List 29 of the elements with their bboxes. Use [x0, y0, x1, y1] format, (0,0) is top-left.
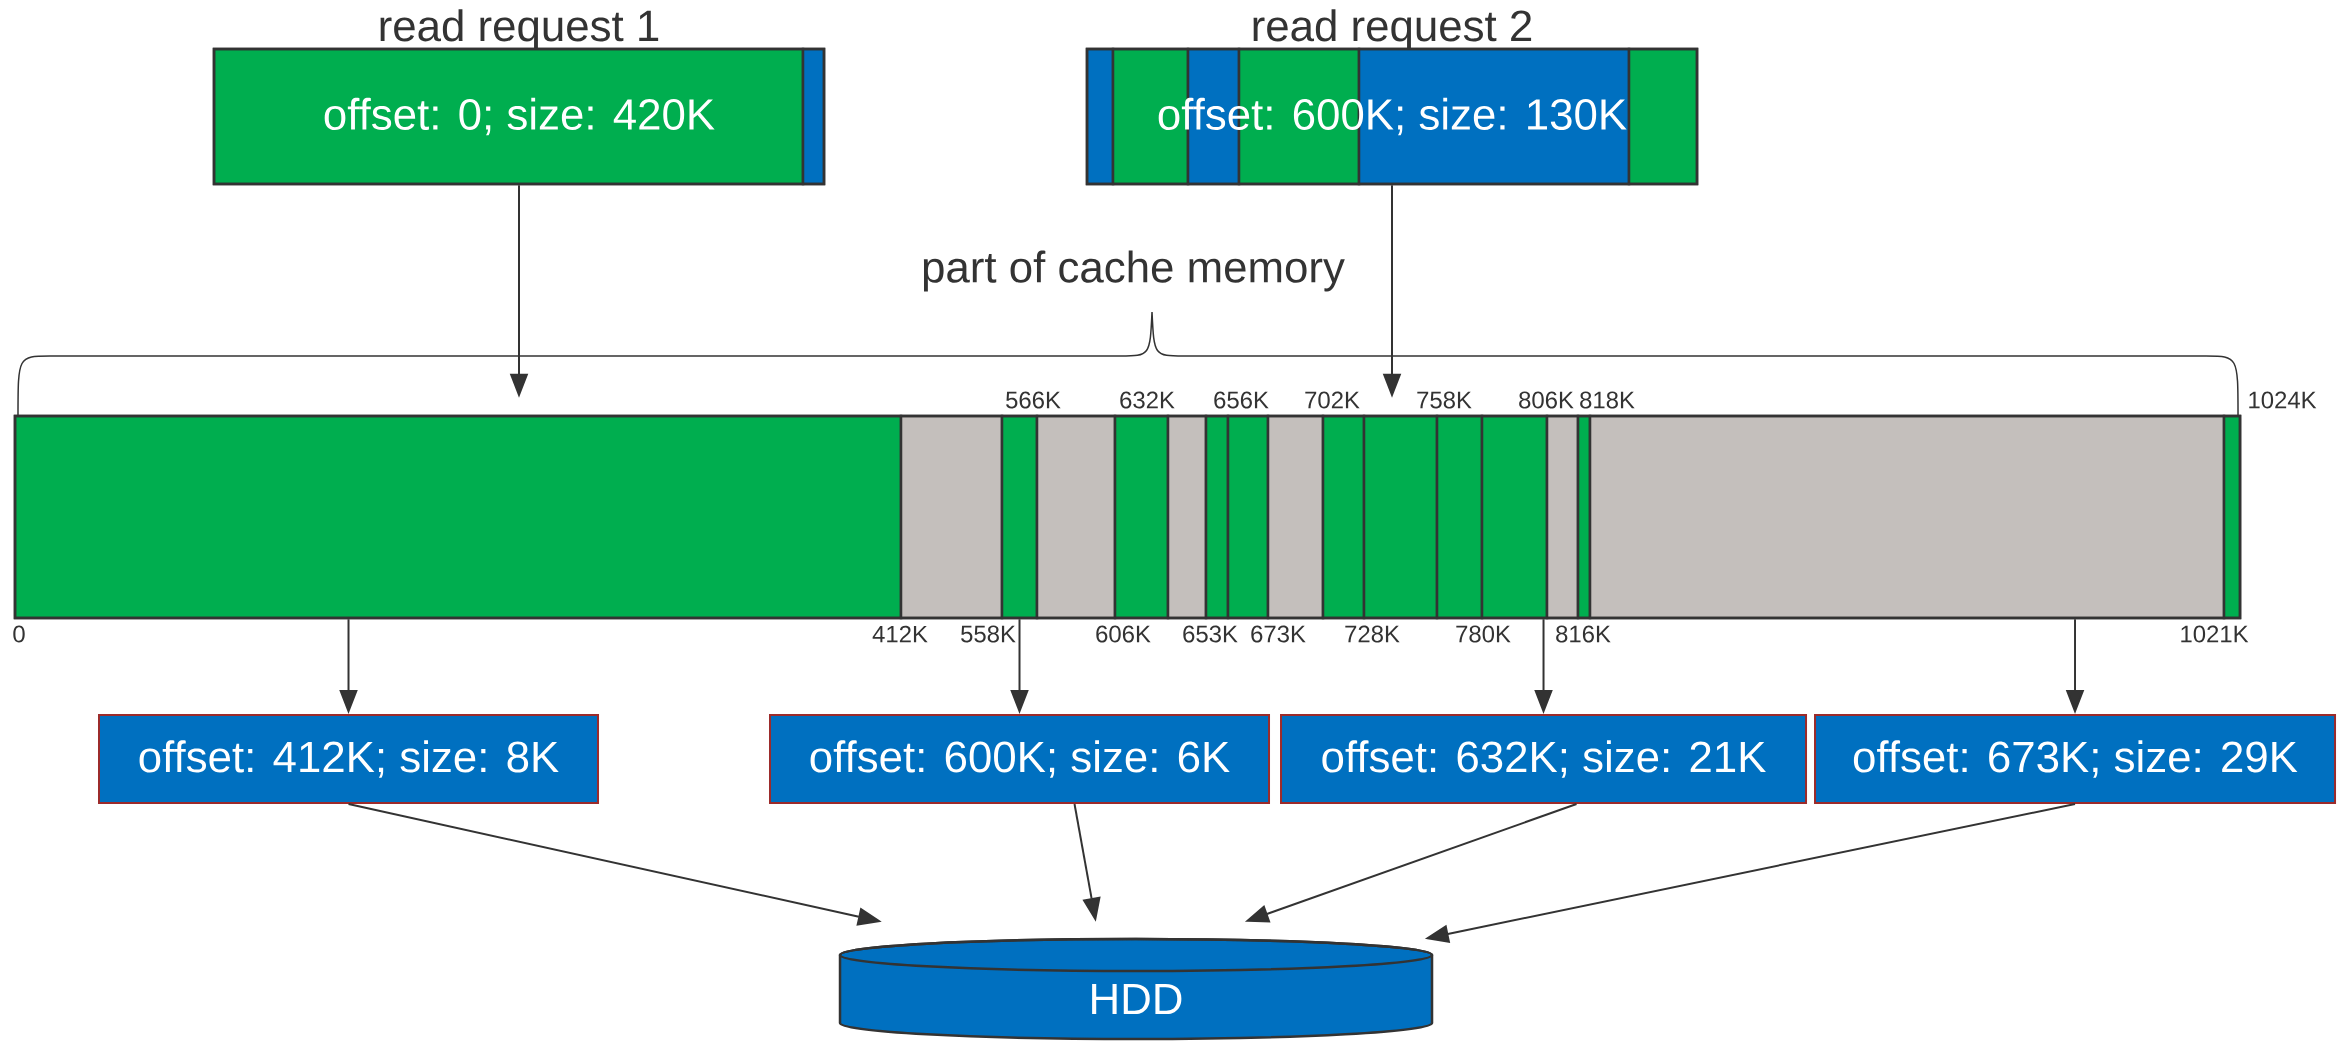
node-label: 816K	[1556, 625, 1611, 643]
request-box: offset: 673K; size: 29K	[1814, 714, 2337, 804]
node-label: read request 2	[1253, 9, 1532, 51]
node-label: read request 1	[380, 9, 659, 51]
request-box: offset: 600K; size: 6K	[769, 714, 1270, 804]
node-label: 702K	[1305, 391, 1360, 409]
node-label: 818K	[1580, 391, 1635, 409]
node-label: 606K	[1096, 625, 1151, 643]
node-label: 632K	[1120, 391, 1175, 409]
request-box: read request 1 offset: 0; size: 420K	[212, 9, 826, 186]
node-label: 412K	[872, 625, 928, 643]
node-label: 806K	[1519, 391, 1574, 409]
request-box: offset: 632K; size: 21K	[1280, 714, 1808, 804]
cache-bar: 566K 632K 656K 702K 758K 806K 818K 1024K 0 412K 558K 606K 653K 673K 728K 780K 816K 1021K	[13, 391, 2317, 643]
node-label: 566K	[1006, 391, 1061, 409]
node-label: 656K	[1214, 391, 1269, 409]
node-label: 1024K	[2249, 391, 2317, 409]
node-label: 0	[13, 625, 25, 643]
node-label: 653K	[1183, 625, 1238, 643]
node-label: 1021K	[2181, 625, 2249, 643]
node-label: 673K	[1251, 625, 1306, 643]
request-box: read request 2 offset: 600K; size: 130K	[1085, 9, 1699, 186]
node-label: 728K	[1345, 625, 1400, 643]
disk-cylinder: HDD	[838, 937, 1434, 1041]
bracket-label: part of cache memory	[923, 250, 1345, 292]
request-box: offset: 412K; size: 8K	[98, 714, 599, 804]
node-label: 780K	[1456, 625, 1511, 643]
node-label: 558K	[961, 625, 1016, 643]
node-label: 758K	[1417, 391, 1472, 409]
